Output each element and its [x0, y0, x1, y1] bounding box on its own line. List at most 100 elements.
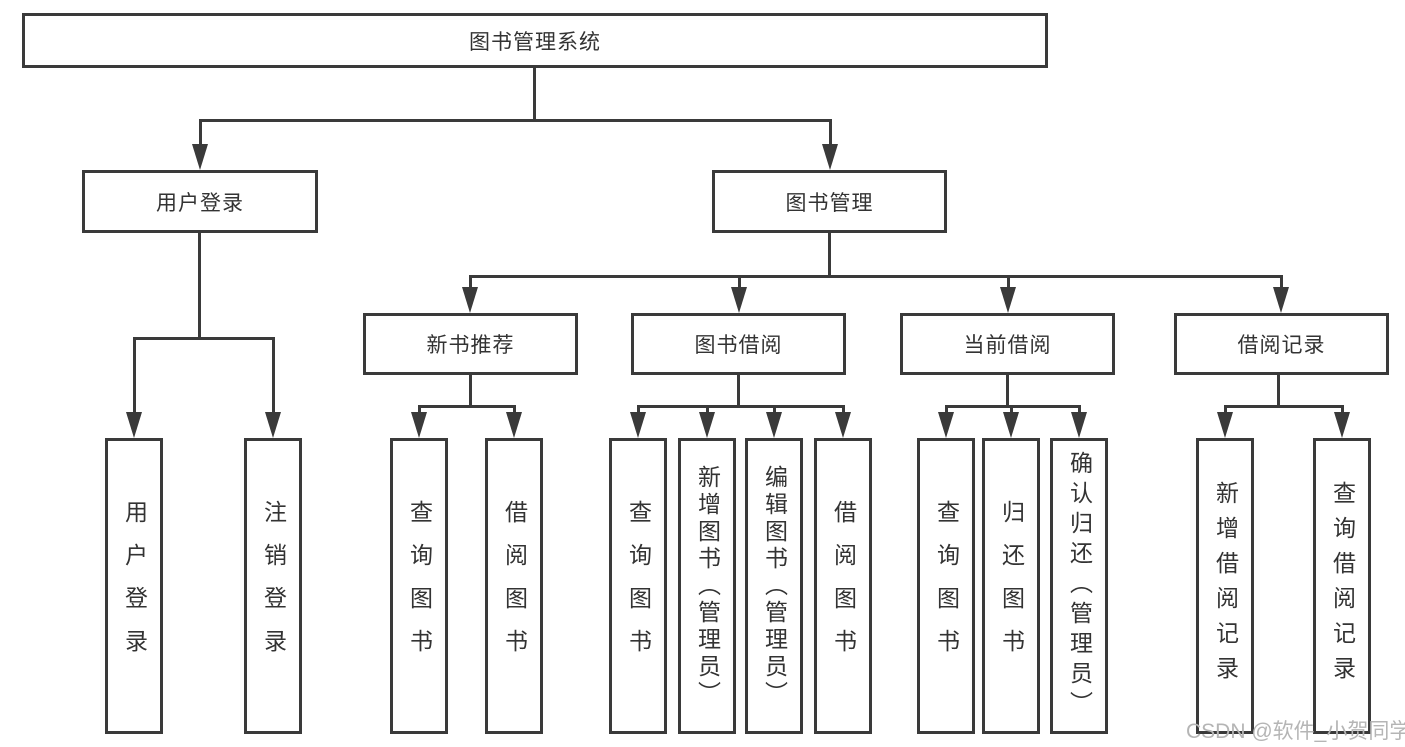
leaf-label: 用户登录 [121, 500, 148, 672]
node-current-borrow: 当前借阅 [900, 313, 1115, 375]
connector-arrow-query-books-2 [630, 406, 646, 438]
node-label: 用户登录 [156, 191, 244, 215]
connector-arrow-add-books [699, 406, 715, 438]
leaf-user-login: 用户登录 [105, 438, 163, 734]
connector-arrow-user-login [192, 119, 208, 170]
arrow-down-icon [411, 412, 427, 438]
arrow-down-icon [1003, 412, 1019, 438]
connector-user-login-stem [198, 233, 201, 339]
arrow-down-icon [265, 412, 281, 438]
connector-book-borrow-rail [637, 405, 845, 408]
connector-arrow-leaf-user-login [126, 337, 142, 438]
leaf-label: 查询图书 [625, 500, 652, 672]
leaf-add-books-admin: 新增图书（管理员） [678, 438, 736, 734]
connector-current-borrow-rail [945, 405, 1081, 408]
arrow-stem [1279, 275, 1283, 287]
arrow-stem [737, 275, 741, 287]
node-label: 图书管理系统 [469, 30, 601, 54]
arrow-down-icon [630, 412, 646, 438]
node-label: 图书借阅 [694, 334, 783, 357]
arrow-stem [1006, 275, 1010, 287]
leaf-label: 查询图书 [933, 500, 960, 672]
connector-book-management-stem [828, 233, 831, 277]
connector-arrow-book-borrow [731, 275, 747, 313]
node-library-management-system: 图书管理系统 [22, 13, 1048, 68]
leaf-query-books-current: 查询图书 [917, 438, 975, 734]
arrow-down-icon [1334, 412, 1350, 438]
arrow-stem [636, 406, 640, 412]
arrow-stem [705, 406, 709, 412]
leaf-logout: 注销登录 [244, 438, 302, 734]
arrow-down-icon [835, 412, 851, 438]
arrow-stem [271, 337, 275, 412]
connector-arrow-book-management [822, 119, 838, 170]
arrow-down-icon [731, 287, 747, 313]
connector-arrow-leaf-logout [265, 337, 281, 438]
node-label: 借阅记录 [1237, 334, 1326, 357]
arrow-stem [944, 406, 948, 412]
arrow-stem [772, 406, 776, 412]
node-book-management: 图书管理 [712, 170, 947, 233]
connector-arrow-borrow-records [1273, 275, 1289, 313]
arrow-down-icon [1000, 287, 1016, 313]
connector-book-management-rail [469, 275, 1283, 278]
connector-arrow-borrow-books-1 [506, 406, 522, 438]
connector-root-rail [199, 119, 831, 122]
connector-current-borrow-stem [1006, 375, 1009, 408]
leaf-label: 归还图书 [998, 500, 1025, 672]
leaf-confirm-return-admin: 确认归还（管理员） [1050, 438, 1108, 734]
arrow-down-icon [766, 412, 782, 438]
connector-user-login-rail [133, 337, 275, 340]
arrow-down-icon [938, 412, 954, 438]
leaf-query-books-recommend: 查询图书 [390, 438, 448, 734]
arrow-down-icon [1273, 287, 1289, 313]
leaf-borrow-books: 借阅图书 [814, 438, 872, 734]
leaf-label: 借阅图书 [501, 500, 528, 672]
leaf-return-books: 归还图书 [982, 438, 1040, 734]
node-label: 新书推荐 [426, 334, 515, 357]
connector-new-book-stem [469, 375, 472, 408]
arrow-down-icon [1071, 412, 1087, 438]
csdn-watermark: CSDN @软件_小贺同学 [1186, 720, 1405, 743]
leaf-label: 编辑图书（管理员） [761, 464, 788, 708]
connector-borrow-records-stem [1277, 375, 1280, 408]
arrow-stem [828, 119, 832, 144]
leaf-label: 新增图书（管理员） [694, 464, 721, 708]
arrow-down-icon [192, 144, 208, 170]
node-label: 当前借阅 [963, 334, 1052, 357]
arrow-stem [1223, 406, 1227, 412]
leaf-label: 确认归还（管理员） [1066, 451, 1093, 721]
node-borrow-records: 借阅记录 [1174, 313, 1389, 375]
arrow-stem [417, 406, 421, 412]
arrow-stem [1077, 406, 1081, 412]
arrow-down-icon [699, 412, 715, 438]
arrow-down-icon [506, 412, 522, 438]
leaf-borrow-books-recommend: 借阅图书 [485, 438, 543, 734]
leaf-label: 注销登录 [260, 500, 287, 672]
node-book-borrow: 图书借阅 [631, 313, 846, 375]
connector-arrow-current-borrow [1000, 275, 1016, 313]
connector-arrow-add-record [1217, 406, 1233, 438]
arrow-down-icon [1217, 412, 1233, 438]
leaf-query-books-borrow: 查询图书 [609, 438, 667, 734]
leaf-label: 查询借阅记录 [1329, 481, 1356, 691]
leaf-edit-books-admin: 编辑图书（管理员） [745, 438, 803, 734]
connector-arrow-borrow-books-2 [835, 406, 851, 438]
arrow-stem [132, 337, 136, 412]
leaf-query-borrow-record: 查询借阅记录 [1313, 438, 1371, 734]
arrow-stem [1340, 406, 1344, 412]
arrow-stem [198, 119, 202, 144]
leaf-label: 借阅图书 [830, 500, 857, 672]
connector-borrow-records-rail [1224, 405, 1344, 408]
arrow-down-icon [822, 144, 838, 170]
connector-arrow-confirm-return [1071, 406, 1087, 438]
connector-arrow-query-books-3 [938, 406, 954, 438]
arrow-stem [512, 406, 516, 412]
leaf-label: 查询图书 [406, 500, 433, 672]
node-new-book-recommend: 新书推荐 [363, 313, 578, 375]
connector-arrow-new-book-recommend [462, 275, 478, 313]
arrow-down-icon [126, 412, 142, 438]
connector-arrow-query-books-1 [411, 406, 427, 438]
arrow-stem [1009, 406, 1013, 412]
